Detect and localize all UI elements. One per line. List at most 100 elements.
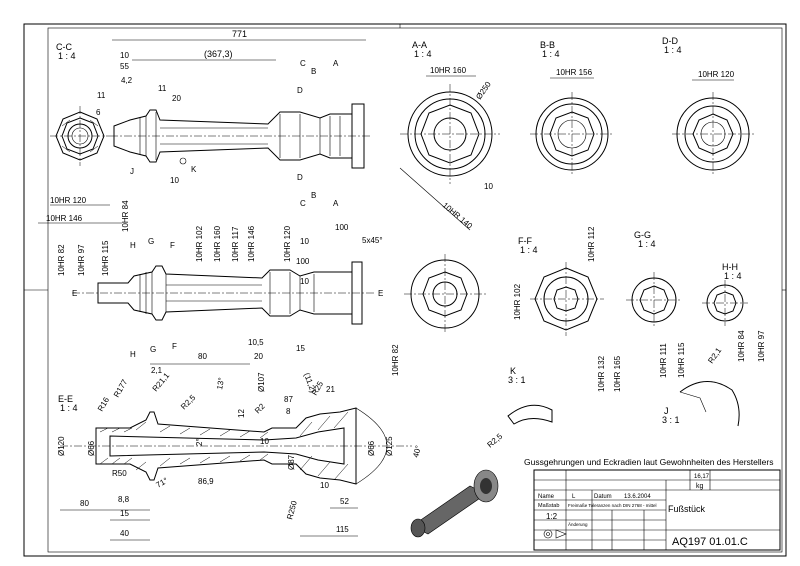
aa-dim-10: 10 (484, 182, 493, 191)
view-ff-title: F-F (518, 236, 532, 246)
ee-dim-66: Ø66 (87, 440, 96, 456)
ee-dim-80: 80 (80, 499, 89, 508)
dim-overall-771: 771 (232, 29, 247, 39)
title-block (533, 469, 781, 551)
m-dim-2-1: 2,1 (151, 366, 163, 375)
dim-11-a: 11 (97, 91, 106, 100)
view-ff-scale: 1 : 4 (520, 245, 538, 255)
ee-dim-87: 87 (284, 395, 293, 404)
detail-k-shape (507, 404, 553, 425)
view-dd-section (672, 92, 754, 176)
mark-d-top: D (297, 86, 303, 95)
tb-datum-value: 13.6.2004 (624, 494, 651, 500)
ee-dim-86-9: 86,9 (198, 477, 214, 486)
inner-frame (47, 27, 783, 553)
dd-dim-120: 10HR 120 (698, 70, 735, 79)
dim-20-a: 20 (172, 94, 181, 103)
view-bb-scale: 1 : 4 (542, 49, 560, 59)
dim-10-b: 10 (170, 176, 179, 185)
view-bb-section (530, 92, 614, 176)
view-dd-title: D-D (662, 36, 678, 46)
ee-dim-13: 13° (215, 377, 226, 390)
ee-dim-107: Ø107 (257, 372, 266, 392)
ee-dim-r177: R177 (112, 377, 130, 399)
view-cc-section (50, 106, 110, 166)
detail-j-scale: 3 : 1 (662, 415, 680, 425)
ee-dim-71: 71° (155, 476, 170, 490)
ee-dim-10: 10 (260, 437, 269, 446)
view-ee-title: E-E (58, 394, 73, 404)
ee-dim-52: 52 (340, 497, 349, 506)
casting-note: Gussgehrungen und Eckradien laut Gewohnh… (524, 457, 773, 467)
m-dim-10-5: 10,5 (248, 338, 264, 347)
ee-dim-66-b: Ø66 (367, 440, 376, 456)
view-dd-scale: 1 : 4 (664, 45, 682, 55)
mark-f-bot: F (172, 342, 177, 351)
view-gg-section (626, 272, 682, 328)
aa-dim-140: 10HR 140 (441, 201, 475, 231)
mark-g-top: G (148, 237, 154, 246)
view-aa-scale: 1 : 4 (414, 49, 432, 59)
tb-mass-value: 16,17 (694, 474, 710, 480)
mark-d-bot: D (297, 173, 303, 182)
dim-11-b: 11 (158, 84, 167, 93)
mark-e-left: E (72, 289, 77, 298)
dim-367: (367,3) (204, 49, 233, 59)
m-dim-5x45: 5x45° (362, 236, 383, 245)
aa-dim-160: 10HR 160 (430, 66, 467, 75)
view-gg-scale: 1 : 4 (638, 239, 656, 249)
j-dim-r2-1: R2,1 (706, 346, 723, 365)
gg-dim-115: 10HR 115 (677, 342, 686, 378)
m-dim-20: 20 (254, 352, 263, 361)
m-dim-100-b: 100 (296, 257, 310, 266)
ff-dim-102: 10HR 102 (513, 283, 522, 320)
view-cc-scale: 1 : 4 (58, 51, 76, 61)
tb-name-value: L (572, 494, 576, 500)
m-dim-120: 10HR 120 (283, 225, 292, 262)
tb-name-label: Name (538, 494, 555, 500)
ee-dim-2deg: 2° (195, 438, 204, 446)
ee-dim-r2: R2 (253, 401, 267, 415)
ee-dim-125: Ø125 (385, 436, 394, 456)
tb-part-title: Fußstück (668, 504, 706, 514)
dim-55: 55 (120, 62, 129, 71)
mark-a-top: A (333, 59, 339, 68)
mark-c-top: C (300, 59, 306, 68)
tb-freimass: Freimaße Toleranzen nach DIN 2768 - mitt… (568, 503, 656, 508)
left-dim-82: 10HR 82 (391, 344, 400, 376)
ee-dim-40deg: 40° (411, 444, 423, 458)
mark-h-top: H (130, 241, 136, 250)
label-j: J (130, 167, 134, 176)
view-ee-scale: 1 : 4 (60, 403, 78, 413)
mark-b-top: B (311, 67, 316, 76)
ee-dim-r16: R16 (96, 395, 111, 413)
detail-k-scale: 3 : 1 (508, 375, 526, 385)
m-dim-160: 10HR 160 (213, 225, 222, 262)
m-dim-80: 80 (198, 352, 207, 361)
cc-dim-146: 10HR 146 (46, 214, 83, 223)
view-bb-title: B-B (540, 40, 555, 50)
mark-h-bot: H (130, 350, 136, 359)
mark-f-top: F (170, 241, 175, 250)
ee-dim-r2-5: R2,5 (179, 393, 198, 412)
gg-dim-111: 10HR 111 (659, 343, 668, 378)
k-dim-r2-5: R2,5 (486, 431, 505, 449)
m-dim-146: 10HR 146 (247, 225, 256, 262)
middle-view-part (72, 261, 374, 325)
detail-j-title: J (664, 406, 669, 416)
ff-dim-165: 10HR 165 (613, 355, 622, 392)
view-cc-title: C-C (56, 42, 72, 52)
m-dim-97: 10HR 97 (77, 244, 86, 276)
ff-dim-132: 10HR 132 (597, 355, 606, 392)
ee-dim-87-b: Ø87 (287, 454, 296, 470)
tb-aenderung: Änderung (568, 521, 588, 527)
dim-4-2: 4,2 (121, 76, 133, 85)
hh-dim-84: 10HR 84 (737, 330, 746, 362)
hh-dim-97: 10HR 97 (757, 330, 766, 362)
left-round-section (404, 254, 486, 334)
ee-dim-10-b: 10 (320, 481, 329, 490)
tb-mass-unit: kg (696, 483, 704, 490)
view-ff-section (530, 262, 604, 336)
ee-dim-8-8: 8,8 (118, 495, 130, 504)
